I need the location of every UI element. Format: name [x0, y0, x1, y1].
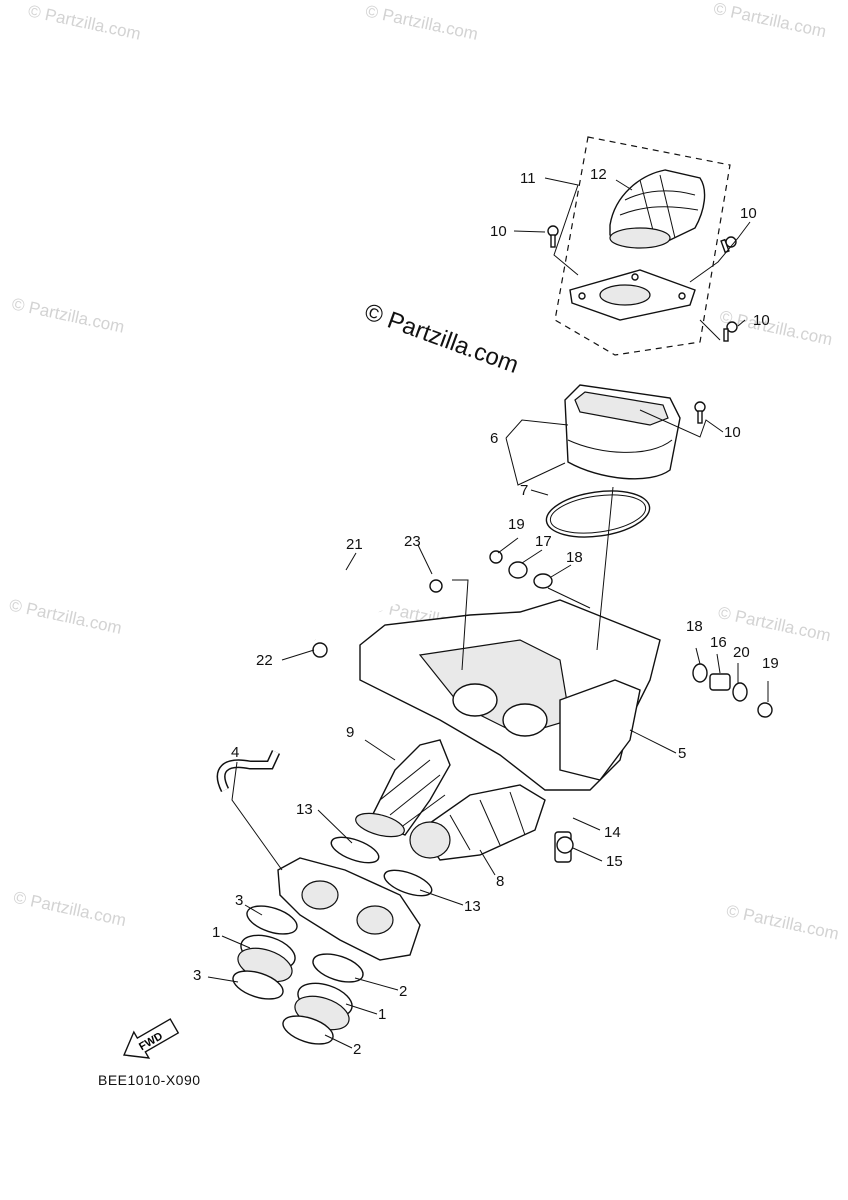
part-3-clamp [232, 970, 284, 1000]
callout-19: 19 [508, 516, 525, 533]
watermark-tile: © Partzilla.com [10, 294, 126, 336]
watermark-tile: © Partzilla.com [364, 1, 480, 43]
callout-19: 19 [762, 655, 779, 672]
diagram-code: BEE1010-X090 [98, 1072, 201, 1088]
callout-16: 16 [710, 634, 727, 651]
watermark-tile: © Partzilla.com [26, 1, 142, 43]
callout-9: 9 [346, 724, 354, 741]
callouts: 11 12 10 10 10 10 6 7 19 17 18 21 23 22 … [193, 166, 779, 1058]
part-13-clamp [383, 869, 433, 897]
callout-15: 15 [606, 853, 623, 870]
part-11-base-plate [569, 269, 696, 321]
callout-10: 10 [740, 205, 757, 222]
callout-10: 10 [490, 223, 507, 240]
watermark-tile: © Partzilla.com [716, 603, 832, 645]
part-7-o-ring [545, 490, 651, 538]
callout-2: 2 [399, 983, 407, 1000]
part-16-collar [709, 673, 731, 691]
part-18-washer [533, 573, 553, 589]
fwd-label: FWD [137, 1030, 165, 1053]
callout-20: 20 [733, 644, 750, 661]
callout-14: 14 [604, 824, 621, 841]
callout-6: 6 [490, 430, 498, 447]
part-17-grommet [508, 561, 528, 579]
bolt-icon [547, 225, 559, 248]
part-4-hose [216, 750, 281, 793]
bolt-icon [723, 321, 738, 342]
callout-3: 3 [235, 892, 243, 909]
part-22-clip [312, 642, 328, 658]
callout-5: 5 [678, 745, 686, 762]
part-9-intake-boot [355, 739, 451, 838]
watermark-tile: © Partzilla.com [725, 901, 841, 943]
callout-21: 21 [346, 536, 363, 553]
callout-13: 13 [464, 898, 481, 915]
part-5-air-box [359, 599, 661, 791]
part-6-air-filter-case [564, 384, 681, 480]
callout-7: 7 [520, 482, 528, 499]
part-15-clip [556, 836, 574, 854]
callout-10: 10 [753, 312, 770, 329]
callout-18: 18 [686, 618, 703, 635]
part-12-intake-duct [609, 169, 706, 249]
watermark-tile: © Partzilla.com [8, 595, 124, 637]
callout-13: 13 [296, 801, 313, 818]
callout-8: 8 [496, 873, 504, 890]
watermark-tiles: © Partzilla.com © Partzilla.com © Partzi… [8, 0, 841, 944]
callout-22: 22 [256, 652, 273, 669]
callout-10: 10 [724, 424, 741, 441]
part-18-washer-right [692, 663, 708, 683]
watermark-tile: © Partzilla.com [12, 888, 128, 930]
part-23-clip [429, 579, 443, 593]
callout-12: 12 [590, 166, 607, 183]
callout-3: 3 [193, 967, 201, 984]
leader-lines [207, 177, 769, 1049]
callout-1: 1 [378, 1006, 386, 1023]
callout-4: 4 [231, 744, 239, 761]
callout-11: 11 [520, 170, 536, 187]
fwd-arrow-icon: FWD [123, 1018, 180, 1059]
center-watermark: © Partzilla.com [361, 298, 522, 379]
throttle-body [277, 857, 421, 961]
bolt-icon [694, 401, 706, 424]
part-19-bolt-right [757, 702, 773, 718]
part-8-intake-boot [409, 784, 546, 861]
part-19-bolt [489, 550, 503, 564]
part-2-clamp [312, 953, 364, 983]
part-2-clamp [282, 1015, 334, 1045]
callout-2: 2 [353, 1041, 361, 1058]
callout-17: 17 [535, 533, 552, 550]
callout-1: 1 [212, 924, 220, 941]
part-20-washer [732, 682, 748, 702]
callout-23: 23 [404, 533, 421, 550]
snorkel-assembly-outline [554, 136, 731, 356]
watermark-tile: © Partzilla.com [712, 0, 828, 41]
callout-18: 18 [566, 549, 583, 566]
part-13-clamp [330, 836, 380, 864]
